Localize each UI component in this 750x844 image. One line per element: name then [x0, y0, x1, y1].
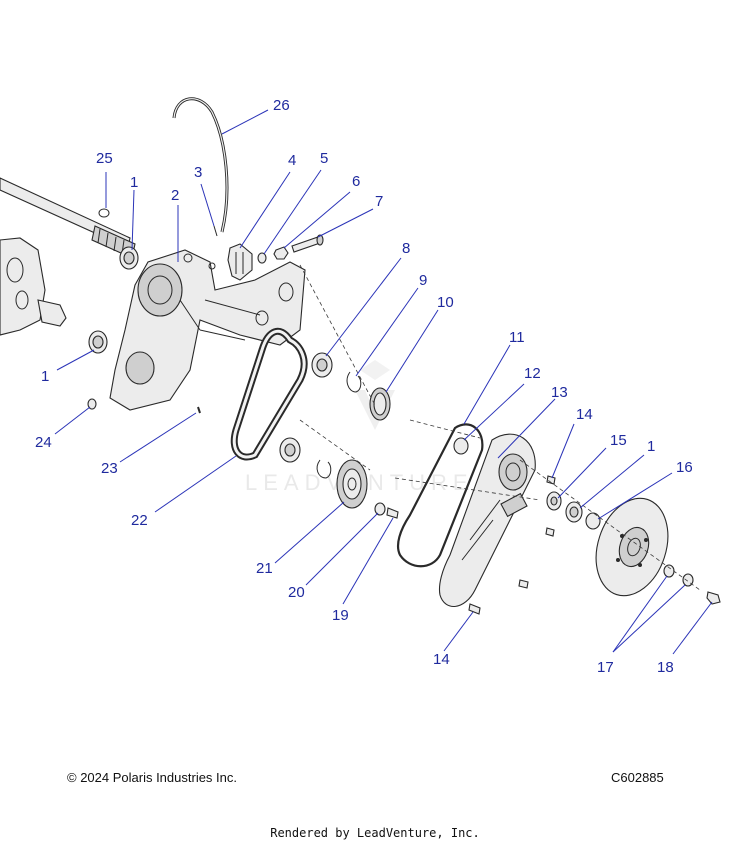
- seal-lower: [88, 330, 108, 354]
- o-ring: [453, 437, 469, 455]
- snap-ring-lower: [316, 459, 332, 479]
- diagram-id: C602885: [611, 770, 664, 785]
- callout-15: 15: [610, 432, 627, 449]
- tensioner-washer: [257, 252, 267, 264]
- callout-5: 5: [320, 150, 328, 167]
- callout-9: 9: [419, 272, 427, 289]
- callout-4: 4: [288, 152, 296, 169]
- callout-13: 13: [551, 384, 568, 401]
- callout-19: 19: [332, 607, 349, 624]
- cover-bolt-lower: [468, 603, 481, 615]
- cover-bolt-side: [518, 527, 555, 589]
- sprocket-bolt: [386, 507, 399, 519]
- callout-7: 7: [375, 193, 383, 210]
- seal-upper: [119, 246, 139, 270]
- tensioner-block: [227, 243, 253, 281]
- callout-20: 20: [288, 584, 305, 601]
- callout-6: 6: [352, 173, 360, 190]
- callout-24: 24: [35, 434, 52, 451]
- tensioner-nut: [273, 246, 289, 260]
- callout-12: 12: [524, 365, 541, 382]
- callout-16: 16: [676, 459, 693, 476]
- output-bearing: [546, 491, 562, 511]
- lower-sprocket: [336, 459, 368, 509]
- callout-1-right: 1: [647, 438, 655, 455]
- callout-26: 26: [273, 97, 290, 114]
- disc-bolt: [706, 591, 721, 605]
- callout-14-top: 14: [576, 406, 593, 423]
- callout-8: 8: [402, 240, 410, 257]
- callout-labels: 26 25 1 2 3 4 5 6 7 8 9 10 1 24 23 22 11…: [35, 97, 693, 676]
- callout-1-top: 1: [130, 174, 138, 191]
- assembly-line: [299, 264, 701, 591]
- output-spacer: [585, 512, 601, 530]
- callout-10: 10: [437, 294, 454, 311]
- copyright-text: © 2024 Polaris Industries Inc.: [67, 770, 237, 785]
- chaincase-cover: [438, 433, 536, 607]
- leader-lines: [54, 109, 713, 655]
- differential-housing: [0, 237, 67, 336]
- drain-plug: [87, 398, 97, 410]
- callout-17: 17: [597, 659, 614, 676]
- bearing-upper: [311, 352, 333, 378]
- hose-clip: [213, 225, 218, 237]
- snap-ring-upper: [346, 371, 362, 393]
- sprocket-washer: [374, 502, 386, 516]
- upper-sprocket: [369, 387, 391, 421]
- snap-ring: [98, 208, 110, 218]
- callout-14-bottom: 14: [433, 651, 450, 668]
- callout-21: 21: [256, 560, 273, 577]
- drive-chain: [230, 327, 308, 461]
- callout-18: 18: [657, 659, 674, 676]
- callout-22: 22: [131, 512, 148, 529]
- callout-2: 2: [171, 187, 179, 204]
- tensioner-bolt: [291, 234, 324, 253]
- callout-1-left: 1: [41, 368, 49, 385]
- output-seal: [565, 501, 583, 523]
- brake-disc: [595, 497, 669, 597]
- chaincase-housing: [109, 249, 306, 411]
- callout-11: 11: [509, 329, 525, 346]
- rendered-by-text: Rendered by LeadVenture, Inc.: [270, 826, 480, 840]
- callout-25: 25: [96, 150, 113, 167]
- callout-23: 23: [101, 460, 118, 477]
- dowel-pin: [197, 406, 201, 414]
- disc-washer-a: [663, 564, 675, 578]
- bearing-lower: [279, 437, 301, 463]
- callout-3: 3: [194, 164, 202, 181]
